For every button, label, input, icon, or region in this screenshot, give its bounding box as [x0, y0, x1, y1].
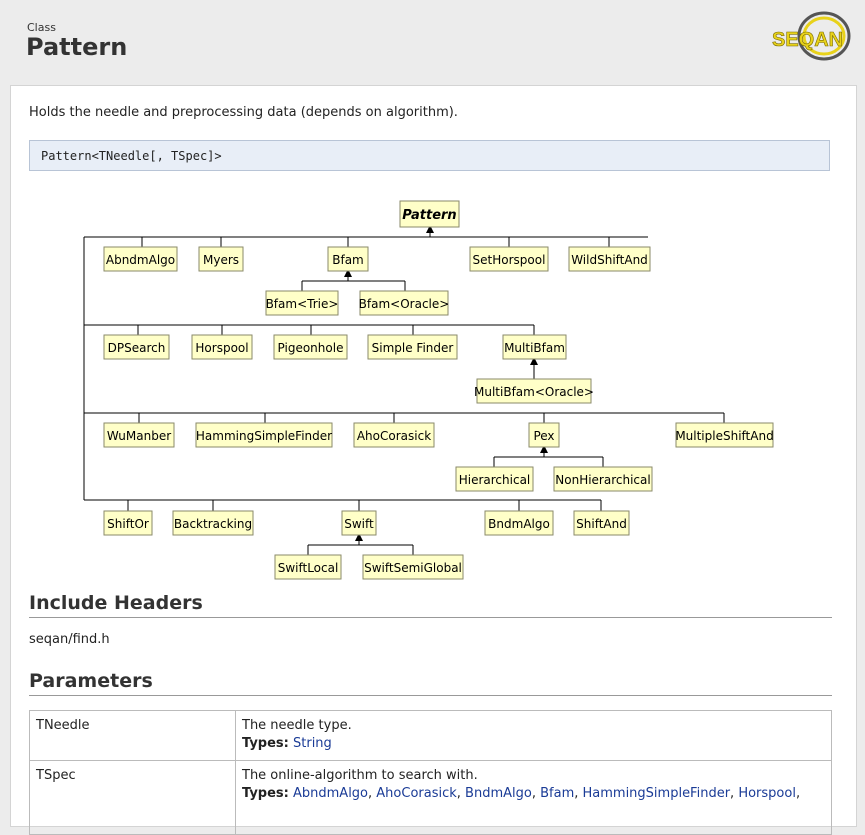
include-headers-heading: Include Headers: [29, 592, 832, 618]
svg-text:Bfam<Trie>: Bfam<Trie>: [266, 297, 339, 311]
types-label: Types:: [242, 786, 289, 801]
svg-text:BndmAlgo: BndmAlgo: [488, 517, 550, 531]
svg-text:Backtracking: Backtracking: [174, 517, 252, 531]
parameters-table: TNeedle The needle type. Types: String T…: [29, 710, 832, 835]
diagram-node-backtracking[interactable]: Backtracking: [172, 510, 254, 536]
include-path: seqan/find.h: [29, 632, 110, 647]
svg-text:Bfam: Bfam: [332, 253, 364, 267]
parameters-heading: Parameters: [29, 670, 832, 696]
diagram-node-pattern[interactable]: Pattern: [399, 200, 460, 228]
page-title: Pattern: [26, 33, 128, 61]
svg-text:Pex: Pex: [533, 429, 554, 443]
diagram-node-simple-finder[interactable]: Simple Finder: [367, 334, 458, 360]
diagram-node-hammingsimplefinder[interactable]: HammingSimpleFinder: [195, 422, 333, 448]
diagram-arrowheads: [344, 225, 548, 541]
svg-text:ShiftOr: ShiftOr: [107, 517, 149, 531]
svg-text:MultiBfam: MultiBfam: [504, 341, 565, 355]
class-signature: Pattern<TNeedle[, TSpec]>: [29, 140, 830, 171]
diagram-node-wumanber[interactable]: WuManber: [103, 422, 175, 448]
diagram-node-multibfam-oracle[interactable]: MultiBfam<Oracle>: [474, 378, 594, 404]
diagram-node-hierarchical[interactable]: Hierarchical: [455, 466, 534, 492]
diagram-node-sethorspool[interactable]: SetHorspool: [469, 246, 549, 272]
types-label: Types:: [242, 736, 289, 751]
svg-text:ShiftAnd: ShiftAnd: [576, 517, 627, 531]
diagram-node-bfam-trie[interactable]: Bfam<Trie>: [265, 290, 339, 316]
diagram-node-wildshiftand[interactable]: WildShiftAnd: [568, 246, 651, 272]
diagram-node-swiftsemiglobal[interactable]: SwiftSemiGlobal: [362, 554, 464, 580]
diagram-node-bfam[interactable]: Bfam: [327, 246, 369, 272]
svg-text:AbndmAlgo: AbndmAlgo: [106, 253, 175, 267]
diagram-links: [83, 229, 725, 555]
table-row: TNeedle The needle type. Types: String: [29, 710, 832, 761]
type-link-bfam[interactable]: Bfam: [540, 786, 575, 801]
diagram-node-pex[interactable]: Pex: [528, 422, 560, 448]
type-link-ahocorasick[interactable]: AhoCorasick: [376, 786, 457, 801]
diagram-node-horspool[interactable]: Horspool: [191, 334, 253, 360]
diagram-node-myers[interactable]: Myers: [198, 246, 244, 272]
svg-text:MultipleShiftAnd: MultipleShiftAnd: [675, 429, 773, 443]
type-link-string[interactable]: String: [293, 736, 332, 751]
logo-text: SEQAN: [772, 29, 843, 51]
svg-text:AhoCorasick: AhoCorasick: [357, 429, 431, 443]
svg-text:HammingSimpleFinder: HammingSimpleFinder: [196, 429, 332, 443]
kind-label: Class: [27, 21, 56, 34]
diagram-node-shiftor[interactable]: ShiftOr: [103, 510, 153, 536]
param-details: The needle type. Types: String: [235, 710, 832, 761]
svg-text:Horspool: Horspool: [195, 341, 248, 355]
svg-text:DPSearch: DPSearch: [108, 341, 166, 355]
param-description: The online-algorithm to search with.: [242, 768, 478, 783]
svg-text:SetHorspool: SetHorspool: [473, 253, 546, 267]
diagram-node-multibfam[interactable]: MultiBfam: [502, 334, 567, 360]
param-types: Types: String: [242, 736, 825, 751]
diagram-node-swift[interactable]: Swift: [341, 510, 377, 536]
type-link-abndmalgo[interactable]: AbndmAlgo: [293, 786, 369, 801]
svg-text:Myers: Myers: [203, 253, 239, 267]
diagram-node-ahocorasick[interactable]: AhoCorasick: [353, 422, 435, 448]
diagram-node-swiftlocal[interactable]: SwiftLocal: [274, 554, 342, 580]
param-name: TSpec: [29, 760, 236, 835]
inheritance-diagram: Pattern AbndmAlgo Myers Bfam SetHorspool…: [83, 200, 774, 580]
diagram-node-shiftand[interactable]: ShiftAnd: [573, 510, 630, 536]
seqan-logo[interactable]: SEQAN: [770, 10, 852, 62]
diagram-node-abndmalgo[interactable]: AbndmAlgo: [103, 246, 178, 272]
diagram-node-pigeonhole[interactable]: Pigeonhole: [273, 334, 348, 360]
svg-text:NonHierarchical: NonHierarchical: [555, 473, 650, 487]
type-link-bndmalgo[interactable]: BndmAlgo: [465, 786, 532, 801]
svg-text:WuManber: WuManber: [107, 429, 171, 443]
page-header: Class Pattern SEQAN: [0, 0, 865, 85]
param-types: Types: AbndmAlgo, AhoCorasick, BndmAlgo,…: [242, 786, 801, 801]
svg-text:Hierarchical: Hierarchical: [459, 473, 531, 487]
svg-text:Pattern: Pattern: [402, 208, 456, 223]
diagram-node-dpsearch[interactable]: DPSearch: [103, 334, 170, 360]
svg-text:WildShiftAnd: WildShiftAnd: [571, 253, 648, 267]
svg-text:Swift: Swift: [344, 517, 374, 531]
diagram-node-bndmalgo[interactable]: BndmAlgo: [484, 510, 554, 536]
class-description: Holds the needle and preprocessing data …: [29, 105, 458, 120]
param-details: The online-algorithm to search with. Typ…: [235, 760, 832, 835]
type-link-hammingsimplefinder[interactable]: HammingSimpleFinder: [582, 786, 731, 801]
diagram-node-nonhierarchical[interactable]: NonHierarchical: [553, 466, 653, 492]
diagram-node-bfam-oracle[interactable]: Bfam<Oracle>: [359, 290, 450, 316]
type-link-horspool[interactable]: Horspool: [738, 786, 796, 801]
param-name: TNeedle: [29, 710, 236, 761]
diagram-node-multipleshiftand[interactable]: MultipleShiftAnd: [675, 422, 774, 448]
svg-text:Pigeonhole: Pigeonhole: [278, 341, 344, 355]
table-row: TSpec The online-algorithm to search wit…: [29, 760, 832, 835]
svg-text:SwiftLocal: SwiftLocal: [278, 561, 339, 575]
svg-text:Bfam<Oracle>: Bfam<Oracle>: [359, 297, 450, 311]
param-description: The needle type.: [242, 718, 352, 733]
svg-text:Simple Finder: Simple Finder: [372, 341, 454, 355]
svg-text:MultiBfam<Oracle>: MultiBfam<Oracle>: [474, 385, 594, 399]
svg-text:SwiftSemiGlobal: SwiftSemiGlobal: [364, 561, 462, 575]
